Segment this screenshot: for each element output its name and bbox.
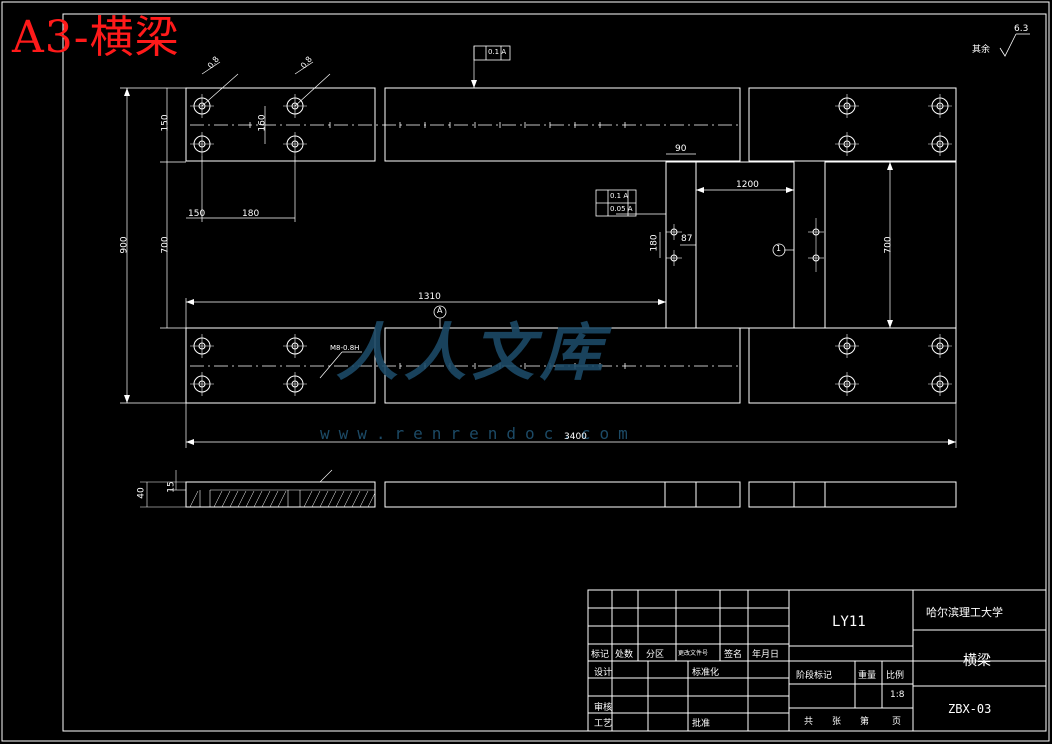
dim-left-length: 1310 [418, 292, 441, 302]
dim-inner-height: 700 [160, 236, 171, 254]
tolerance-frames [433, 45, 786, 319]
dim-left-gap: 150 [188, 209, 206, 219]
dim-hole-spacing: 180 [242, 209, 260, 219]
watermark-url: www.renrendoc.com [320, 424, 637, 443]
label-sheets: 张 [832, 717, 842, 727]
hatch-lines [189, 490, 376, 508]
dim-small-hole: 87 [681, 234, 693, 244]
dim-section-height: 40 [136, 487, 147, 499]
dim-right-span: 700 [883, 236, 894, 254]
label-process: 工艺 [594, 719, 613, 729]
inner-frame [62, 13, 1047, 732]
label-total: 共 [804, 717, 814, 727]
roughness-symbol [999, 33, 1030, 57]
label-count: 处数 [615, 650, 634, 660]
label-zone: 分区 [646, 650, 665, 660]
label-stage: 阶段标记 [796, 671, 833, 681]
watermark-logo-text: 人人文库 [336, 316, 609, 389]
dimension-arrows [124, 80, 956, 445]
material: LY11 [832, 614, 866, 630]
label-approve: 批准 [692, 719, 711, 729]
label-weight: 重量 [858, 671, 877, 681]
datum-ref: 1 [776, 244, 782, 253]
label-standardize: 标准化 [692, 668, 720, 678]
dim-slot-width: 90 [675, 144, 687, 154]
label-doc-no: 更改文件号 [678, 650, 709, 657]
section-view [140, 469, 957, 508]
tol-perp-right: 0.05 A [610, 205, 633, 213]
label-page: 页 [892, 717, 902, 727]
dimension-lines [120, 46, 957, 448]
label-page-no: 第 [860, 717, 870, 727]
drawing-number: ZBX-03 [948, 702, 992, 716]
scale-value: 1:8 [890, 690, 905, 700]
tol-parallel-top: 0.1 A [488, 48, 507, 56]
dim-middle-length: 1200 [736, 180, 759, 190]
thread-note: M8-0.8H [330, 344, 360, 352]
sheet-label: A3-横梁 [12, 12, 180, 63]
datum-label: A [437, 306, 443, 315]
part-name: 横梁 [963, 653, 991, 669]
label-review: 审核 [594, 703, 613, 713]
label-sign: 签名 [724, 650, 743, 660]
dim-hole-offset: 150 [160, 114, 171, 132]
dim-overall-width: 3400 [564, 432, 587, 442]
dim-small-pitch: 180 [649, 234, 660, 252]
school-name: 哈尔滨理工大学 [926, 606, 1003, 619]
dim-overall-height: 900 [119, 236, 130, 254]
label-date: 年月日 [752, 650, 780, 660]
tol-parallel-right: 0.1 A [610, 192, 629, 200]
label-mark: 标记 [591, 650, 610, 660]
label-ratio: 比例 [886, 671, 905, 681]
roughness-note: 其余 [972, 45, 991, 55]
dim-hole-pitch: 160 [257, 114, 268, 132]
title-block [587, 589, 1047, 732]
roughness-value: 6.3 [1014, 24, 1029, 34]
dim-section-step: 15 [166, 481, 177, 493]
label-design: 设计 [594, 668, 613, 678]
